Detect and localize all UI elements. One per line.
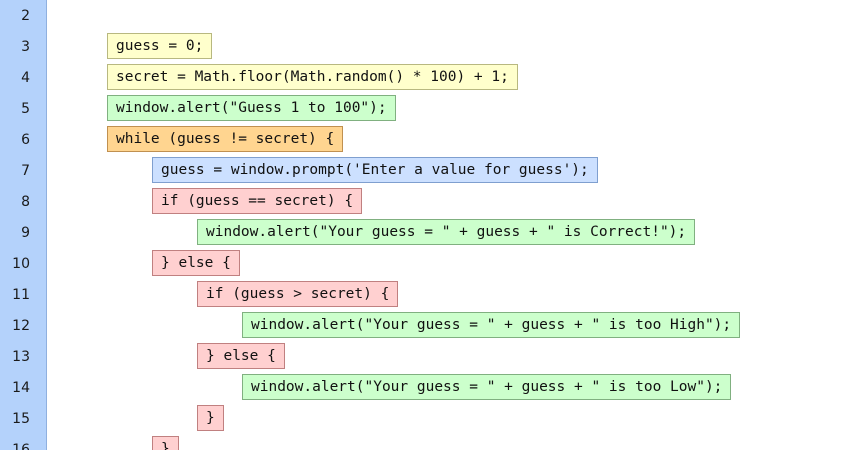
code-block-assign-guess[interactable]: guess = 0; xyxy=(107,33,213,59)
line-number: 3 xyxy=(21,39,30,55)
line-number-gutter: 2 3 4 5 6 7 8 9 10 11 12 13 14 15 16 xyxy=(0,0,47,450)
code-block-if-correct[interactable]: if (guess == secret) { xyxy=(152,188,363,214)
code-block-prompt-guess[interactable]: guess = window.prompt('Enter a value for… xyxy=(152,157,598,183)
line-number: 4 xyxy=(21,70,30,86)
line-number: 13 xyxy=(12,349,30,365)
code-block-close-outer[interactable]: } xyxy=(152,436,179,450)
code-block-close-inner[interactable]: } xyxy=(197,405,224,431)
line-number: 8 xyxy=(21,194,30,210)
code-block-if-high[interactable]: if (guess > secret) { xyxy=(197,281,399,307)
line-number: 16 xyxy=(12,442,30,450)
code-block-else-inner[interactable]: } else { xyxy=(197,343,285,369)
code-block-alert-low[interactable]: window.alert("Your guess = " + guess + "… xyxy=(242,374,732,400)
line-number: 15 xyxy=(12,411,30,427)
line-number: 5 xyxy=(21,101,30,117)
line-number: 14 xyxy=(12,380,30,396)
line-number: 12 xyxy=(12,318,30,334)
line-number: 7 xyxy=(21,163,30,179)
code-block-alert-intro[interactable]: window.alert("Guess 1 to 100"); xyxy=(107,95,396,121)
code-block-while-loop[interactable]: while (guess != secret) { xyxy=(107,126,344,152)
line-number: 6 xyxy=(21,132,30,148)
code-block-assign-secret[interactable]: secret = Math.floor(Math.random() * 100)… xyxy=(107,64,518,90)
line-number: 2 xyxy=(21,8,30,24)
line-number: 10 xyxy=(12,256,30,272)
line-number: 9 xyxy=(21,225,30,241)
code-block-else[interactable]: } else { xyxy=(152,250,240,276)
line-number: 11 xyxy=(12,287,30,303)
code-block-alert-correct[interactable]: window.alert("Your guess = " + guess + "… xyxy=(197,219,696,245)
code-block-alert-high[interactable]: window.alert("Your guess = " + guess + "… xyxy=(242,312,741,338)
